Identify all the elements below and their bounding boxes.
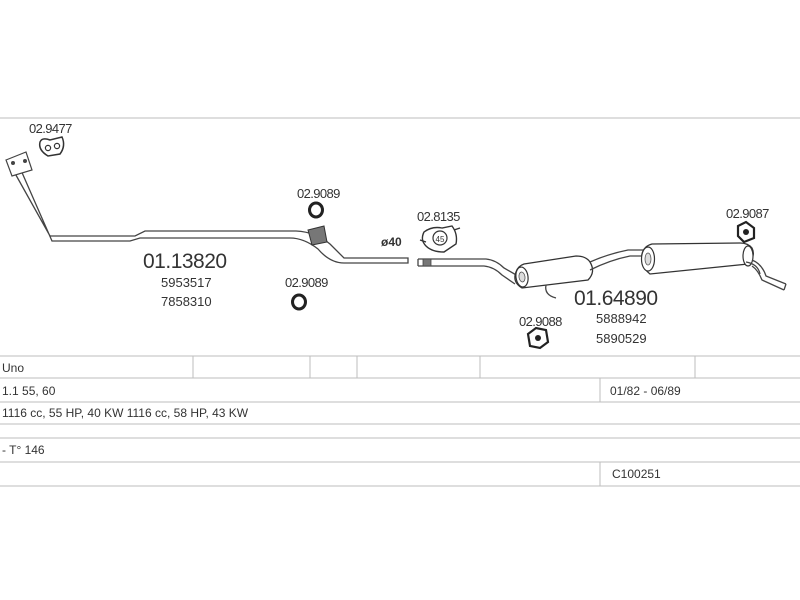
- ring-upper-icon: [308, 201, 324, 219]
- rear-muffler: [640, 242, 761, 275]
- ring-upper-label: 02.9089: [297, 186, 340, 201]
- diameter-label: ø40: [381, 235, 402, 249]
- ring-lower-label: 02.9089: [285, 275, 328, 290]
- model-cell: Uno: [2, 361, 24, 375]
- clamp-icon: 45: [419, 225, 461, 253]
- info-table: Uno 1.1 55, 60 01/82 - 06/89 1116 cc, 55…: [0, 355, 800, 487]
- hanger-mid-icon: [526, 326, 550, 350]
- gasket-front-icon: [38, 136, 65, 157]
- rear-box-oem-2: 5890529: [596, 331, 647, 346]
- clamp-size-label: 45: [436, 235, 445, 244]
- engine-cell: 1116 cc, 55 HP, 40 KW 1116 cc, 58 HP, 43…: [2, 406, 249, 420]
- date-range-cell: 01/82 - 06/89: [610, 384, 681, 398]
- type-cell: - T° 146: [2, 443, 45, 457]
- rear-box-part-number: 01.64890: [574, 287, 658, 310]
- rear-section: [417, 242, 787, 299]
- variant-cell: 1.1 55, 60: [2, 384, 56, 398]
- front-pipe-oem-2: 7858310: [161, 294, 212, 309]
- hanger-mid-label: 02.9088: [519, 314, 562, 329]
- clamp-label: 02.8135: [417, 209, 460, 224]
- hanger-rear-label: 02.9087: [726, 206, 769, 221]
- front-pipe-part-number: 01.13820: [143, 250, 227, 273]
- catalog-number-cell: C100251: [612, 467, 661, 481]
- gasket-front-label: 02.9477: [29, 121, 72, 136]
- front-pipe: [5, 151, 409, 264]
- hanger-rear-icon: [736, 220, 756, 244]
- front-pipe-oem-1: 5953517: [161, 275, 212, 290]
- middle-muffler: [514, 255, 594, 299]
- ring-lower-icon: [291, 293, 307, 311]
- rear-box-oem-1: 5888942: [596, 311, 647, 326]
